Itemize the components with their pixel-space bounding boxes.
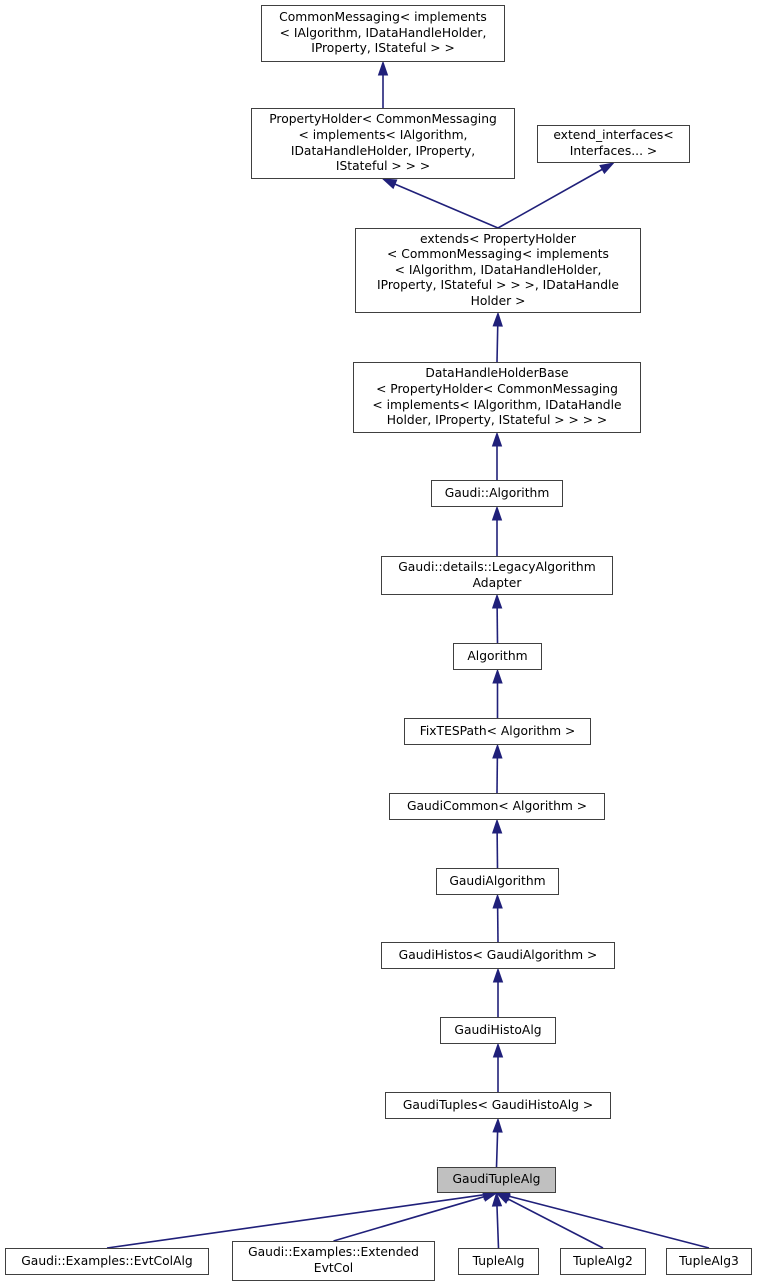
inheritance-edge-legacy-algorithm-adapter-to-gaudi-algorithm-ns [491, 505, 503, 556]
inheritance-edge-extends-to-property-holder [381, 178, 499, 229]
class-node-algorithm[interactable]: Algorithm [453, 643, 542, 670]
class-node-label: Gaudi::Algorithm [444, 485, 550, 500]
class-node-fix-tes-path[interactable]: FixTESPath< Algorithm > [404, 718, 591, 745]
class-node-gaudi-common[interactable]: GaudiCommon< Algorithm > [389, 793, 605, 820]
class-node-label: CommonMessaging< implements < IAlgorithm… [279, 10, 487, 56]
inheritance-edge-property-holder-to-common-messaging [377, 60, 389, 108]
class-node-tuple-alg-2[interactable]: TupleAlg2 [560, 1248, 646, 1275]
class-node-label: TupleAlg2 [573, 1253, 633, 1268]
inheritance-edge-tuple-alg-to-gaudi-tuple-alg [491, 1191, 503, 1249]
class-node-label: Gaudi::Examples::Extended EvtCol [248, 1245, 419, 1275]
class-node-label: extends< PropertyHolder < CommonMessagin… [377, 231, 619, 308]
class-node-label: TupleAlg3 [679, 1253, 739, 1268]
class-node-label: Gaudi::Examples::EvtColAlg [21, 1253, 193, 1268]
class-node-extends[interactable]: extends< PropertyHolder < CommonMessagin… [355, 228, 641, 313]
class-node-gaudi-algorithm-ns[interactable]: Gaudi::Algorithm [431, 480, 563, 507]
class-node-label: extend_interfaces< Interfaces... > [553, 128, 674, 158]
class-node-label: Algorithm [467, 648, 528, 663]
class-node-evt-col-alg[interactable]: Gaudi::Examples::EvtColAlg [5, 1248, 209, 1275]
class-node-gaudi-histos[interactable]: GaudiHistos< GaudiAlgorithm > [381, 942, 615, 969]
inheritance-edge-gaudi-histos-to-gaudi-algorithm [492, 893, 503, 943]
class-node-gaudi-tuples[interactable]: GaudiTuples< GaudiHistoAlg > [385, 1092, 611, 1119]
class-node-gaudi-tuple-alg[interactable]: GaudiTupleAlg [437, 1167, 556, 1193]
class-node-legacy-algorithm-adapter[interactable]: Gaudi::details::LegacyAlgorithm Adapter [381, 556, 613, 595]
inheritance-edge-gaudi-algorithm-ns-to-data-handle-holder-base [491, 431, 503, 480]
inheritance-edge-gaudi-tuples-to-gaudi-histo-alg [492, 1042, 504, 1092]
class-node-tuple-alg[interactable]: TupleAlg [458, 1248, 539, 1275]
inheritance-edge-algorithm-to-legacy-algorithm-adapter [491, 593, 503, 644]
inheritance-edge-tuple-alg-3-to-gaudi-tuple-alg [495, 1191, 710, 1249]
class-node-label: Gaudi::details::LegacyAlgorithm Adapter [398, 559, 596, 590]
class-node-label: GaudiTupleAlg [452, 1172, 541, 1187]
class-node-tuple-alg-3[interactable]: TupleAlg3 [666, 1248, 752, 1275]
class-node-label: TupleAlg [472, 1253, 525, 1268]
class-node-label: GaudiHistos< GaudiAlgorithm > [398, 947, 598, 962]
inheritance-edge-tuple-alg-2-to-gaudi-tuple-alg [495, 1192, 604, 1249]
class-node-extend-interfaces[interactable]: extend_interfaces< Interfaces... > [537, 125, 690, 163]
class-node-property-holder[interactable]: PropertyHolder< CommonMessaging < implem… [251, 108, 515, 179]
class-node-label: GaudiTuples< GaudiHistoAlg > [402, 1097, 594, 1112]
class-node-label: GaudiCommon< Algorithm > [406, 798, 588, 813]
class-node-label: GaudiHistoAlg [454, 1022, 542, 1037]
class-node-gaudi-algorithm[interactable]: GaudiAlgorithm [436, 868, 559, 895]
inheritance-edge-gaudi-histo-alg-to-gaudi-histos [492, 967, 504, 1017]
inheritance-edge-gaudi-algorithm-to-gaudi-common [491, 818, 503, 869]
inheritance-edge-extends-to-extend-interfaces [497, 162, 615, 229]
class-node-label: PropertyHolder< CommonMessaging < implem… [269, 112, 497, 174]
inheritance-edge-data-handle-holder-base-to-extends [492, 311, 503, 363]
inheritance-edge-evt-col-alg-to-gaudi-tuple-alg [106, 1189, 499, 1249]
class-node-label: FixTESPath< Algorithm > [419, 723, 576, 738]
class-node-data-handle-holder-base[interactable]: DataHandleHolderBase < PropertyHolder< C… [353, 362, 641, 433]
inheritance-edge-extended-evt-col-to-gaudi-tuple-alg [333, 1191, 498, 1242]
class-node-label: DataHandleHolderBase < PropertyHolder< C… [372, 366, 622, 428]
class-node-label: GaudiAlgorithm [449, 873, 546, 888]
inheritance-edge-fix-tes-path-to-algorithm [492, 668, 503, 718]
inheritance-edge-gaudi-tuple-alg-to-gaudi-tuples [492, 1117, 503, 1168]
class-node-gaudi-histo-alg[interactable]: GaudiHistoAlg [440, 1017, 556, 1044]
inheritance-edge-gaudi-common-to-fix-tes-path [492, 743, 503, 794]
class-node-common-messaging[interactable]: CommonMessaging< implements < IAlgorithm… [261, 5, 505, 62]
class-node-extended-evt-col[interactable]: Gaudi::Examples::Extended EvtCol [232, 1241, 435, 1281]
